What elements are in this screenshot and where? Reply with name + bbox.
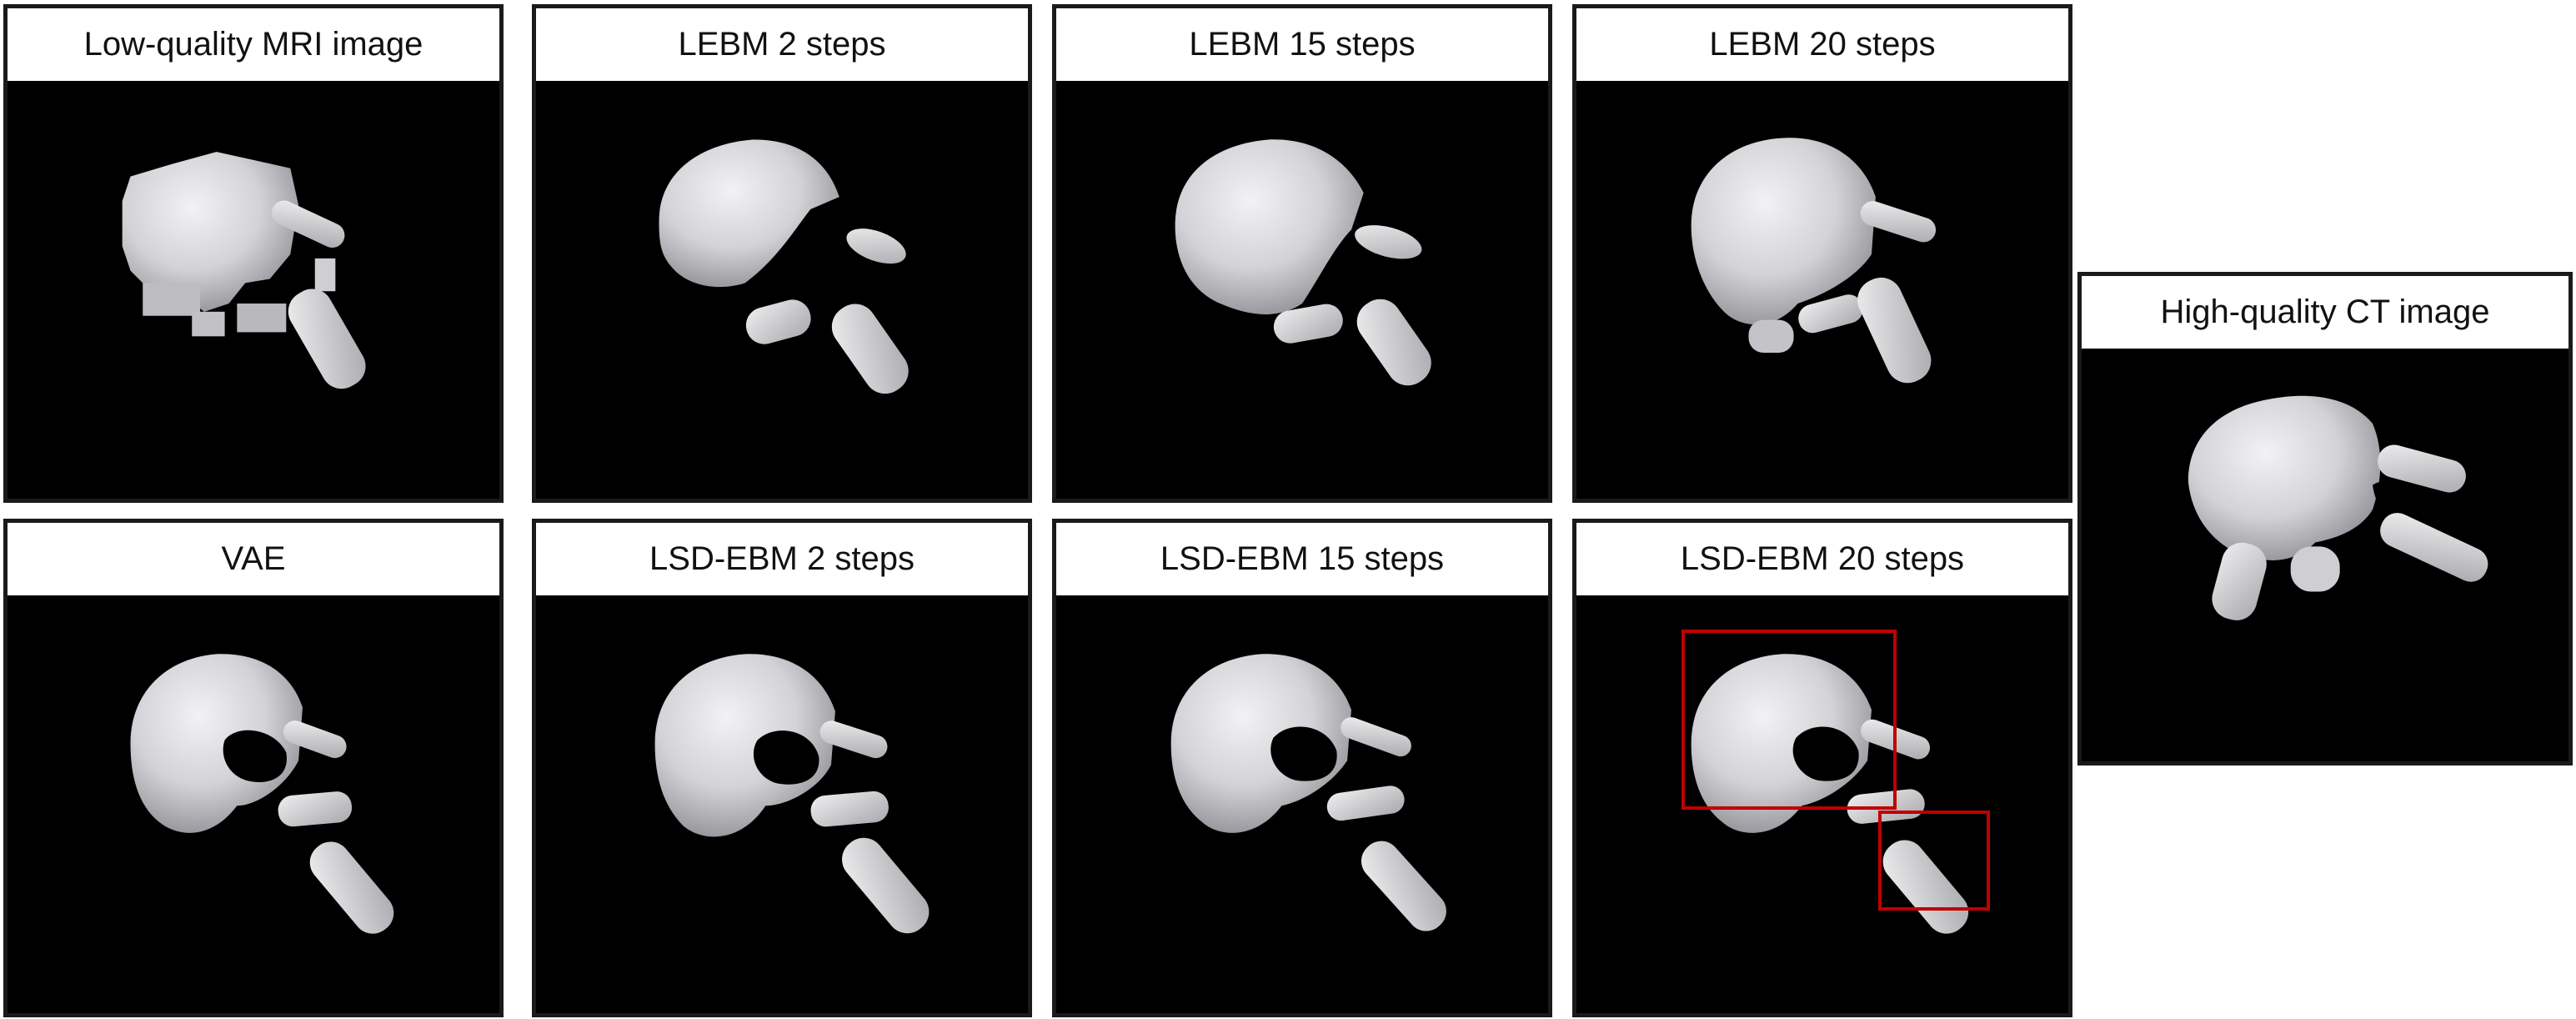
panel-lsd-ebm-20: LSD-EBM 20 steps	[1572, 519, 2072, 1017]
panel-title: Low-quality MRI image	[83, 26, 423, 63]
panel-lq-mri: Low-quality MRI image	[3, 4, 504, 503]
panel-label: LEBM 20 steps	[1576, 8, 2068, 85]
vertebra-render	[130, 654, 394, 934]
panel-label: VAE	[8, 523, 499, 600]
panel-label: High-quality CT image	[2082, 276, 2568, 353]
vertebra-render	[654, 654, 930, 934]
panel-lsd-ebm-2: LSD-EBM 2 steps	[532, 519, 1032, 1017]
panel-lsd-ebm-15: LSD-EBM 15 steps	[1052, 519, 1552, 1017]
panel-label: LEBM 15 steps	[1056, 8, 1548, 85]
panel-lebm-15: LEBM 15 steps	[1052, 4, 1552, 503]
vertebra-render	[1691, 138, 1937, 384]
panel-hq-ct: High-quality CT image	[2077, 272, 2573, 766]
vertebra-render	[1170, 654, 1446, 931]
panel-title: LEBM 15 steps	[1189, 26, 1416, 63]
panel-label: LSD-EBM 15 steps	[1056, 523, 1548, 600]
panel-title: LSD-EBM 2 steps	[649, 540, 915, 577]
highlight-box-process	[1878, 811, 1990, 911]
panel-title: VAE	[221, 540, 286, 577]
vertebra-render	[2188, 395, 2488, 620]
panel-label: LEBM 2 steps	[536, 8, 1028, 85]
vertebra-render	[659, 139, 909, 394]
panel-title: LSD-EBM 15 steps	[1160, 540, 1445, 577]
panel-lebm-2: LEBM 2 steps	[532, 4, 1032, 503]
panel-label: LSD-EBM 20 steps	[1576, 523, 2068, 600]
highlight-box-body	[1681, 630, 1897, 810]
vertebra-render	[122, 152, 366, 389]
vertebra-render	[1175, 139, 1431, 386]
panel-label: LSD-EBM 2 steps	[536, 523, 1028, 600]
panel-title: High-quality CT image	[2160, 294, 2490, 330]
panel-title: LEBM 2 steps	[678, 26, 886, 63]
panel-title: LSD-EBM 20 steps	[1680, 540, 1965, 577]
panel-lebm-20: LEBM 20 steps	[1572, 4, 2072, 503]
panel-label: Low-quality MRI image	[8, 8, 499, 85]
panel-title: LEBM 20 steps	[1709, 26, 1936, 63]
vertebra-render	[1691, 654, 1969, 934]
panel-vae: VAE	[3, 519, 504, 1017]
